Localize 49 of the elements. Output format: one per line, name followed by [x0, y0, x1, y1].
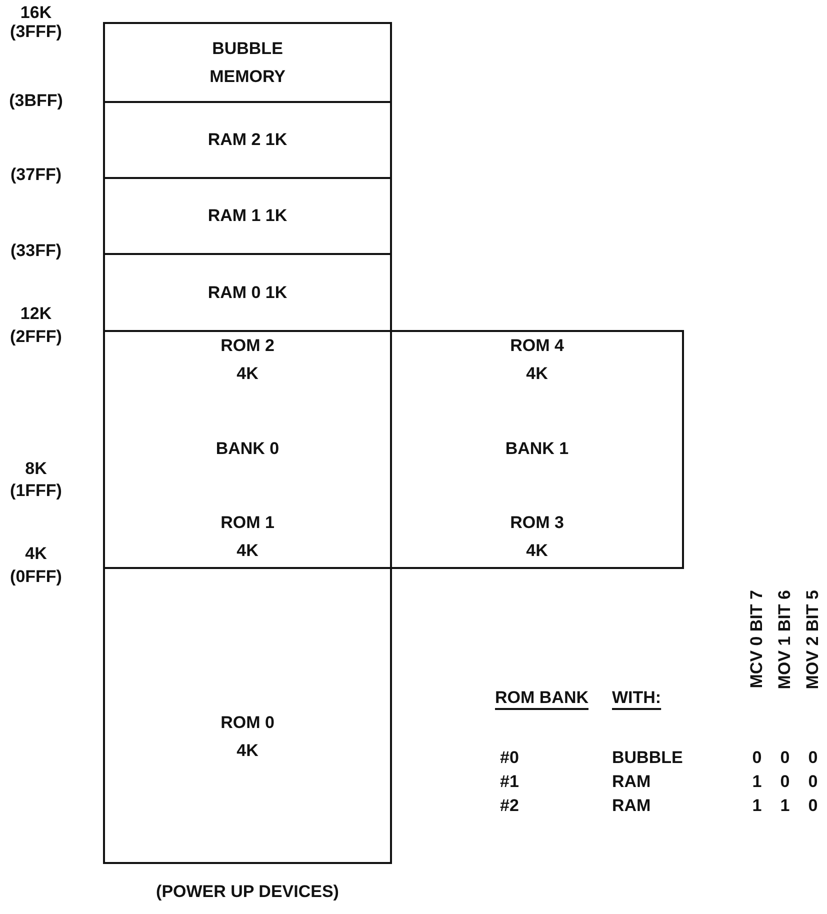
memory-block — [390, 330, 684, 569]
block-caption: (POWER UP DEVICES) — [156, 882, 339, 902]
table-cell: 0 — [808, 796, 818, 816]
address-label: 4K — [25, 544, 47, 564]
block-label: RAM 0 1K — [206, 282, 288, 304]
address-label: 12K — [20, 304, 52, 324]
bit-heading: MOV 2 BIT 5 — [803, 590, 823, 690]
column-heading: ROM BANK — [495, 688, 588, 708]
address-label: 8K — [25, 459, 47, 479]
table-cell: 1 — [752, 796, 762, 816]
address-label: (37FF) — [10, 165, 62, 185]
address-label: (0FFF) — [10, 567, 62, 587]
block-label: BANK 0 — [214, 438, 280, 460]
table-cell: 0 — [808, 748, 818, 768]
block-label: BUBBLE MEMORY — [208, 38, 286, 88]
table-cell: #2 — [500, 796, 519, 816]
table-cell: BUBBLE — [612, 748, 683, 768]
block-label: ROM 0 4K — [220, 712, 276, 762]
bit-heading: MCV 0 BIT 7 — [747, 590, 767, 688]
address-label: (3FFF) — [10, 22, 62, 42]
block-label: RAM 1 1K — [206, 205, 288, 227]
table-cell: 0 — [752, 748, 762, 768]
block-label: RAM 2 1K — [206, 129, 288, 151]
table-cell: 0 — [808, 772, 818, 792]
table-cell: 1 — [752, 772, 762, 792]
address-label: (3BFF) — [9, 91, 63, 111]
table-cell: 1 — [780, 796, 790, 816]
memory-block — [103, 101, 392, 179]
table-cell: 0 — [780, 772, 790, 792]
table-cell: #1 — [500, 772, 519, 792]
memory-block — [103, 253, 392, 332]
memory-block — [103, 177, 392, 255]
memory-block — [103, 22, 392, 103]
memory-block — [103, 567, 392, 864]
block-label: ROM 2 4K — [220, 335, 276, 385]
address-label: (33FF) — [10, 241, 62, 261]
address-label: (2FFF) — [10, 327, 62, 347]
table-cell: #0 — [500, 748, 519, 768]
table-cell: RAM — [612, 796, 651, 816]
table-cell: RAM — [612, 772, 651, 792]
address-label: (1FFF) — [10, 481, 62, 501]
block-label: ROM 4 4K — [509, 335, 565, 385]
block-label: ROM 3 4K — [509, 512, 565, 562]
block-label: BANK 1 — [504, 438, 570, 460]
column-heading: WITH: — [612, 688, 662, 708]
bit-heading: MOV 1 BIT 6 — [775, 590, 795, 690]
address-label: 16K — [20, 3, 52, 23]
block-label: ROM 1 4K — [220, 512, 276, 562]
table-cell: 0 — [780, 748, 790, 768]
